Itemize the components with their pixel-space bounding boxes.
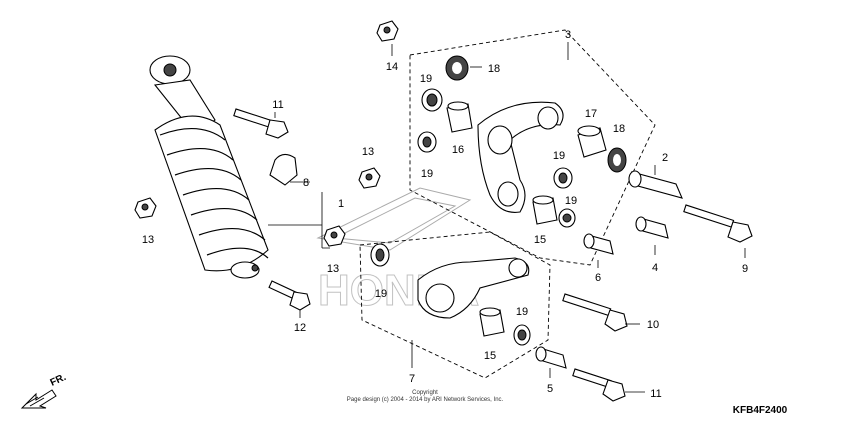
fr-label: FR. <box>49 372 68 389</box>
link-3-eye-a <box>487 125 513 155</box>
leader-lines <box>268 42 746 393</box>
callout-13-c: 13 <box>327 263 339 275</box>
part-15-collar-a[interactable] <box>532 195 558 225</box>
callout-18-top: 18 <box>488 63 500 75</box>
callout-11-top: 11 <box>272 99 283 111</box>
arm-7-eye-a <box>425 283 455 313</box>
part-10-bolt[interactable] <box>562 293 628 332</box>
part-19-bearing-c[interactable] <box>553 167 573 189</box>
callout-9: 9 <box>742 263 748 275</box>
callout-19-b: 19 <box>421 168 433 180</box>
callout-1: 1 <box>338 198 344 210</box>
part-5-collar[interactable] <box>535 346 567 369</box>
part-19-bearing-e[interactable] <box>370 243 390 267</box>
callout-14: 14 <box>386 61 398 73</box>
part-4-collar[interactable] <box>635 216 669 239</box>
link-3-eye-c <box>497 181 519 207</box>
diagram-code: KFB4F2400 <box>733 405 788 416</box>
part-18-seal-top[interactable] <box>445 55 469 81</box>
callout-10: 10 <box>647 319 659 331</box>
callout-3: 3 <box>565 29 571 41</box>
callout-11-bottom: 11 <box>650 388 661 400</box>
part-17-collar[interactable] <box>577 125 607 158</box>
callout-15-b: 15 <box>484 350 496 362</box>
part-13-nut-c[interactable] <box>323 225 346 247</box>
part-13-nut-a[interactable] <box>134 197 157 219</box>
part-2-pipe[interactable] <box>628 170 683 199</box>
assembly-frame-7 <box>359 231 551 379</box>
part-16-collar[interactable] <box>446 101 473 133</box>
part-9-bolt[interactable] <box>683 204 753 243</box>
part-11-bolt-bottom[interactable] <box>572 368 626 402</box>
callouts: 1 2 3 4 5 6 7 8 9 10 11 11 12 13 13 13 1… <box>142 29 748 400</box>
front-direction-arrow: FR. <box>20 372 68 409</box>
callout-6: 6 <box>595 272 601 284</box>
callout-19-c: 19 <box>553 150 565 162</box>
callout-13-a: 13 <box>142 234 154 246</box>
part-6-collar[interactable] <box>583 233 614 255</box>
callout-16: 16 <box>452 144 464 156</box>
part-19-bearing-b[interactable] <box>417 131 437 153</box>
callout-17: 17 <box>585 108 597 120</box>
part-8-bracket[interactable] <box>269 153 298 186</box>
callout-19-d: 19 <box>565 195 577 207</box>
callout-12: 12 <box>294 322 306 334</box>
copyright-line-2: Page design (c) 2004 - 2014 by ARI Netwo… <box>347 397 504 403</box>
callout-4: 4 <box>652 262 658 274</box>
copyright-line-1: Copyright <box>412 390 438 396</box>
part-11-bolt-top[interactable] <box>233 108 289 139</box>
assembly-frame-3 <box>409 29 656 266</box>
callout-7: 7 <box>409 373 415 385</box>
callout-2: 2 <box>662 152 668 164</box>
callout-8: 8 <box>303 177 309 189</box>
part-12-bolt[interactable] <box>268 280 311 311</box>
part-14-nut[interactable] <box>376 20 399 42</box>
arm-7-eye-b <box>508 258 528 278</box>
part-13-nut-b[interactable] <box>358 167 381 189</box>
part-19-bearing-d[interactable] <box>558 208 576 228</box>
part-15-collar-b[interactable] <box>479 307 505 337</box>
callout-15-a: 15 <box>534 234 546 246</box>
callout-19-e: 19 <box>375 288 387 300</box>
callout-18-right: 18 <box>613 123 625 135</box>
callout-19-a: 19 <box>420 73 432 85</box>
part-19-bearing-f[interactable] <box>513 324 531 346</box>
callout-13-b: 13 <box>362 146 374 158</box>
part-18-seal-right[interactable] <box>607 147 627 173</box>
callout-19-f: 19 <box>516 306 528 318</box>
part-19-bearing-a[interactable] <box>421 88 443 112</box>
shock-absorber[interactable] <box>149 55 269 279</box>
link-3-eye-b <box>537 106 559 130</box>
callout-5: 5 <box>547 383 553 395</box>
